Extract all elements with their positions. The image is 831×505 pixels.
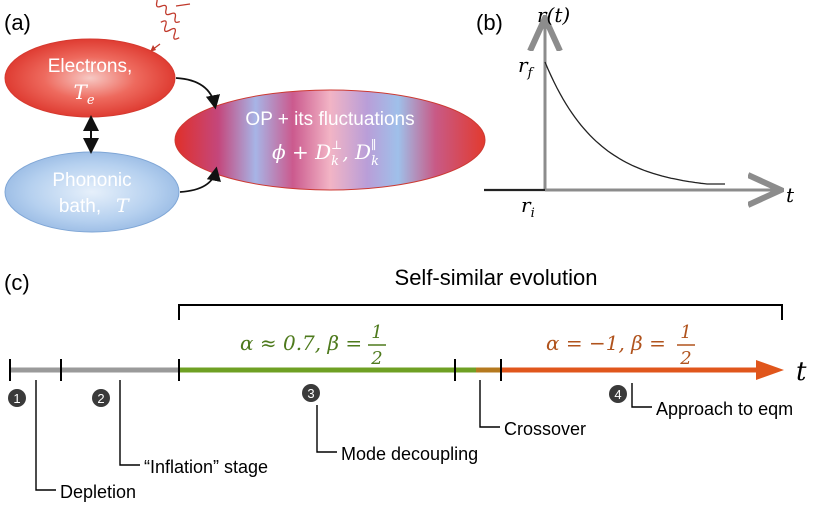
stage-mode-decoupling-label: Mode decoupling bbox=[341, 444, 478, 464]
stage-depletion-label: Depletion bbox=[60, 482, 136, 502]
regime2-num: 1 bbox=[680, 322, 691, 343]
b-decay-curve bbox=[544, 61, 725, 185]
regime2-den: 2 bbox=[679, 348, 691, 369]
b-ri-label: ri bbox=[521, 193, 535, 221]
stage-inflation-label: “Inflation” stage bbox=[144, 457, 268, 477]
stage-badge-4: 4 bbox=[609, 385, 627, 403]
stage-badge-3: 3 bbox=[302, 384, 320, 402]
bath-temp-symbol: T bbox=[116, 195, 130, 217]
self-similar-bracket bbox=[178, 304, 783, 320]
electrons-label: Electrons, bbox=[48, 56, 132, 77]
stage-approach-label: Approach to eqm bbox=[656, 399, 793, 419]
stage-crossover-label: Crossover bbox=[504, 419, 586, 439]
phonons-to-op-arrow bbox=[179, 166, 221, 193]
b-y-axis-label: r(t) bbox=[537, 3, 570, 27]
stage-leader-lines bbox=[35, 380, 652, 491]
timeline-arrowhead bbox=[756, 360, 784, 380]
stage-badge-1: 1 bbox=[8, 389, 26, 407]
electrons-temp-symbol: Te bbox=[73, 80, 94, 108]
op-label: OP + its fluctuations bbox=[245, 109, 414, 130]
b-x-axis-label: t bbox=[786, 183, 795, 207]
order-parameter-ellipse bbox=[174, 89, 486, 191]
regime1-den: 2 bbox=[370, 348, 382, 369]
svg-text:4: 4 bbox=[614, 387, 621, 402]
b-rf-label: rf bbox=[518, 53, 535, 81]
stage-badge-2: 2 bbox=[92, 389, 110, 407]
regime1-num: 1 bbox=[371, 322, 382, 343]
panel-c-label: (c) bbox=[4, 270, 30, 295]
svg-text:3: 3 bbox=[307, 386, 314, 401]
svg-text:2: 2 bbox=[97, 391, 104, 406]
self-similar-title: Self-similar evolution bbox=[395, 265, 598, 290]
regime1-formula: α ≈ 0.7, β = bbox=[240, 331, 362, 355]
squiggly-laser-pulse-icon bbox=[150, 0, 191, 52]
svg-text:1: 1 bbox=[13, 391, 20, 406]
timeline-t-label: t bbox=[796, 357, 807, 387]
op-fluctuation-symbols: ϕ + Dk⊥, Dk∥ bbox=[272, 138, 379, 169]
bath-label: bath, bbox=[59, 196, 101, 217]
panel-a-label: (a) bbox=[4, 10, 31, 35]
timeline-ticks bbox=[9, 359, 502, 381]
regime2-formula: α = −1, β = bbox=[546, 331, 666, 355]
panel-b-label: (b) bbox=[476, 10, 503, 35]
phononic-label: Phononic bbox=[52, 170, 131, 191]
electrons-to-op-arrow bbox=[175, 77, 221, 110]
phononic-bath-ellipse bbox=[4, 151, 180, 233]
